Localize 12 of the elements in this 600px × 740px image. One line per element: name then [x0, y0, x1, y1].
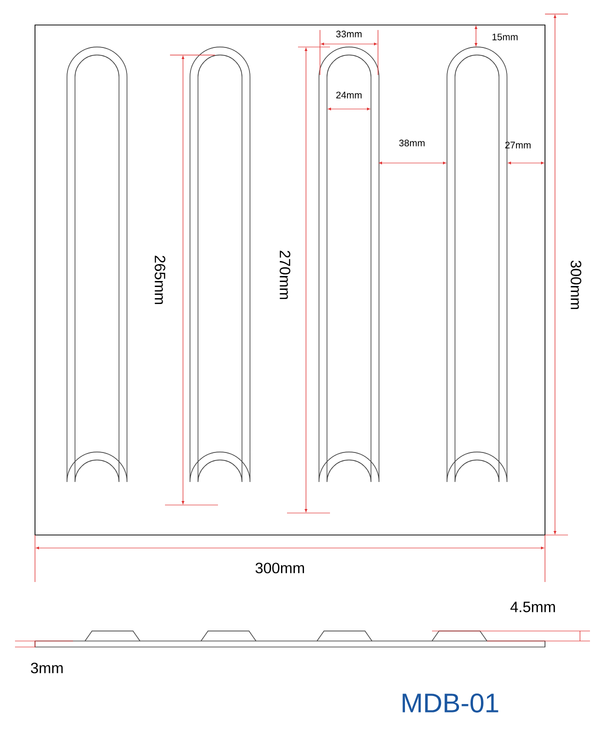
- dimension-label: 270mm: [280, 250, 290, 299]
- dimension-label: 3mm: [30, 662, 63, 674]
- dimension-label: 300mm: [256, 562, 304, 574]
- dimension-label: 27mm: [505, 142, 531, 148]
- dimension-label: 265mm: [154, 256, 166, 304]
- model-number: MDB-01: [402, 693, 498, 713]
- dimension-label: 33mm: [336, 30, 362, 38]
- dimension-label: 300mm: [570, 260, 582, 309]
- dimension-label: 15mm: [492, 34, 518, 40]
- dimension-label: 38mm: [399, 140, 425, 146]
- dimension-label: 4.5mm: [510, 602, 555, 612]
- dimension-label: 24mm: [336, 92, 362, 98]
